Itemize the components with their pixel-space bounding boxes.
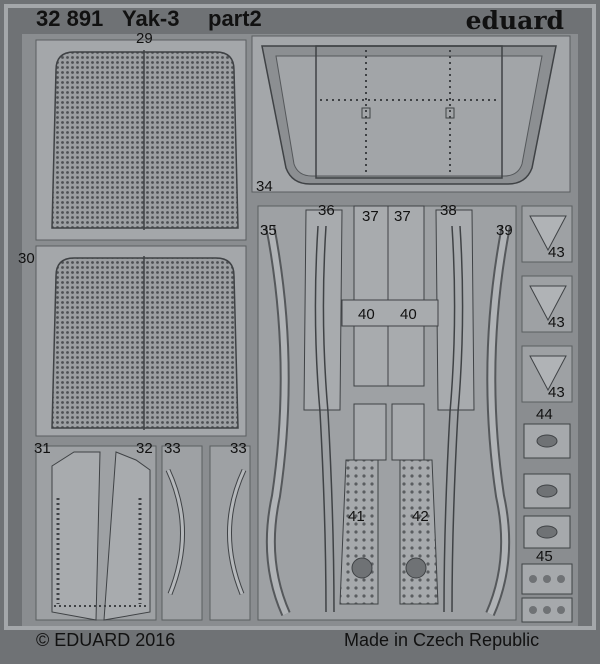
- part-number-40-left: 40: [358, 306, 375, 323]
- part-35-42-harness-assembly: [257, 205, 517, 621]
- aircraft-name: Yak-3: [122, 6, 180, 31]
- part-number-43-c: 43: [548, 384, 565, 401]
- brand-logo: eduard: [465, 6, 564, 35]
- part-number-42: 42: [412, 508, 429, 525]
- part-number-35: 35: [260, 222, 277, 239]
- part-number-32: 32: [136, 440, 153, 457]
- part-33-curved-strips: [161, 445, 251, 621]
- copyright-text: © EDUARD 2016: [36, 630, 176, 650]
- sheet-part: part2: [208, 6, 262, 31]
- part-number-33-right: 33: [230, 440, 247, 457]
- part-29-radiator-screen: [35, 39, 247, 241]
- part-number-36: 36: [318, 202, 335, 219]
- fret-frame: [4, 4, 596, 630]
- part-number-33-left: 33: [164, 440, 181, 457]
- part-number-29: 29: [136, 30, 153, 47]
- part-number-44: 44: [536, 406, 553, 423]
- part-43-brackets: [521, 205, 573, 403]
- part-number-45: 45: [536, 548, 553, 565]
- part-31-32-radiator-flaps: [35, 445, 157, 621]
- part-number-31: 31: [34, 440, 51, 457]
- set-number: 32 891: [36, 6, 104, 31]
- part-number-43-a: 43: [548, 244, 565, 261]
- part-number-43-b: 43: [548, 314, 565, 331]
- part-number-34: 34: [256, 178, 273, 195]
- part-44-plates: [523, 423, 571, 549]
- part-number-39: 39: [496, 222, 513, 239]
- part-number-37-right: 37: [394, 208, 411, 225]
- part-number-41: 41: [348, 508, 365, 525]
- made-in-text: Made in Czech Republic: [344, 630, 540, 650]
- part-30-radiator-screen: [35, 245, 247, 437]
- part-45-buckles: [521, 563, 573, 623]
- part-number-37-left: 37: [362, 208, 379, 225]
- part-number-38: 38: [440, 202, 457, 219]
- part-number-40-right: 40: [400, 306, 417, 323]
- part-number-30: 30: [18, 250, 35, 267]
- part-34-access-panel: [251, 35, 571, 193]
